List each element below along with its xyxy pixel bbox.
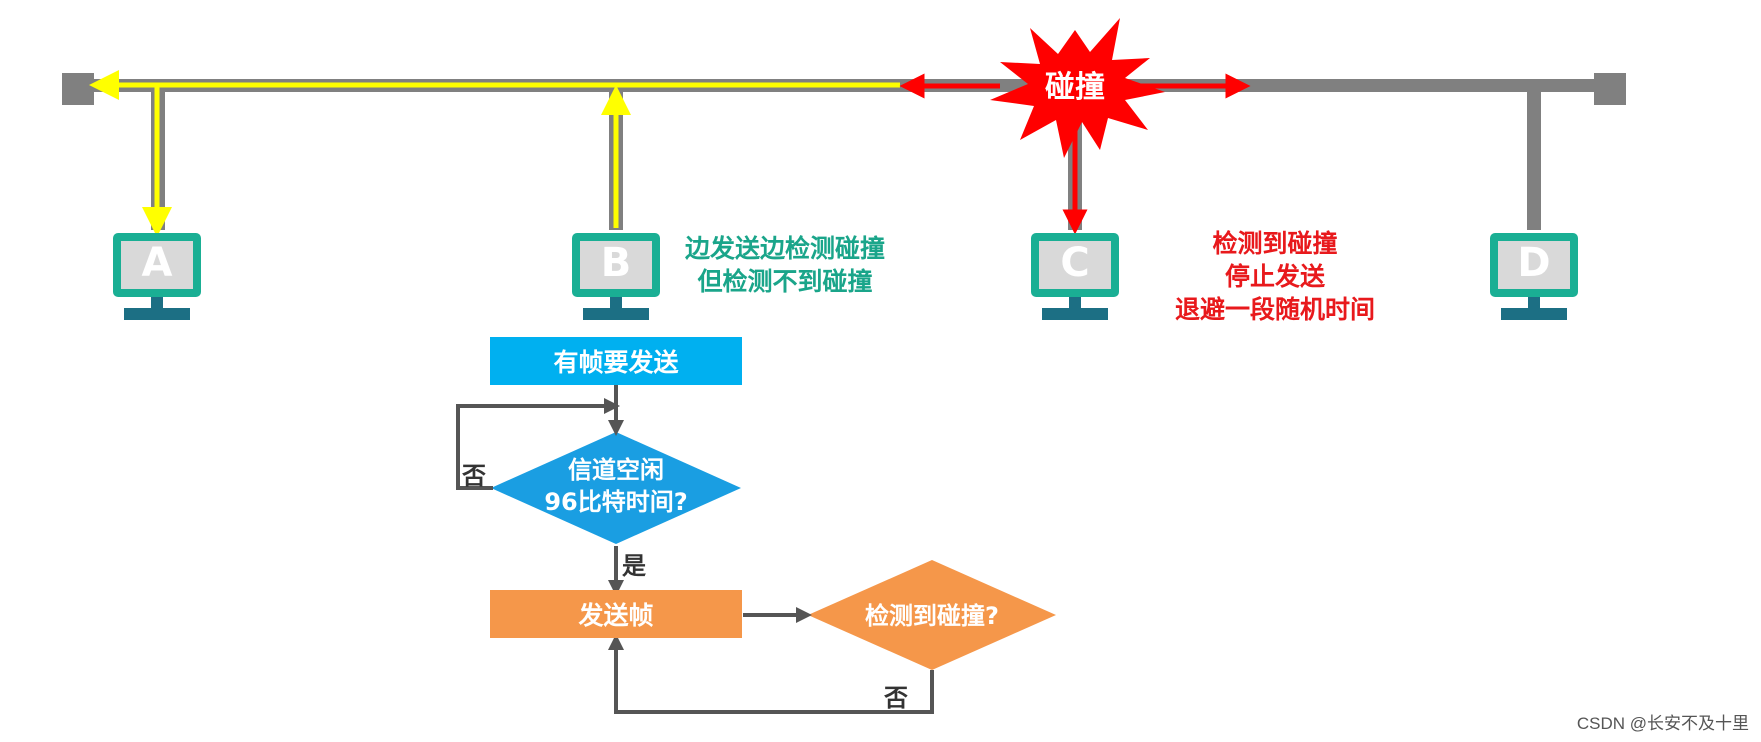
station-b-label: B (600, 240, 632, 286)
flow-connectors (456, 385, 934, 714)
collision-no-label: 否 (884, 684, 908, 712)
bus-line (62, 73, 1626, 105)
collision-check-text: 检测到碰撞? (865, 602, 999, 630)
idle-check-line-2: 96比特时间? (544, 488, 688, 516)
c-note-line-1: 检测到碰撞 (1212, 229, 1338, 258)
station-c-label: C (1060, 240, 1090, 286)
send-frame-box: 发送帧 (490, 590, 742, 638)
station-b-monitor-icon (572, 233, 660, 320)
collision-burst-icon (990, 18, 1165, 158)
station-drops (151, 88, 1541, 230)
signal-from-b (89, 70, 900, 237)
collision-label: 碰撞 (1045, 70, 1105, 105)
c-note-line-2: 停止发送 (1224, 262, 1325, 291)
idle-check-diamond (491, 432, 741, 544)
station-a-monitor-icon (113, 233, 201, 320)
idle-check-line-1: 信道空闲 (568, 456, 664, 484)
b-note-line-1: 边发送边检测碰撞 (684, 234, 885, 263)
idle-yes-label: 是 (622, 552, 646, 580)
collision-check-diamond (808, 560, 1056, 670)
station-d-monitor-icon (1490, 233, 1578, 320)
station-c-monitor-icon (1031, 233, 1119, 320)
credit-watermark: CSDN @长安不及十里 (1576, 714, 1749, 733)
station-d-label: D (1517, 240, 1551, 286)
c-note-line-3: 退避一段随机时间 (1174, 295, 1375, 324)
b-note-line-2: 但检测不到碰撞 (697, 267, 873, 296)
station-a-label: A (141, 240, 173, 286)
idle-no-label: 否 (462, 462, 486, 490)
start-box: 有帧要发送 (490, 337, 742, 385)
collision-arrows (899, 73, 1251, 235)
